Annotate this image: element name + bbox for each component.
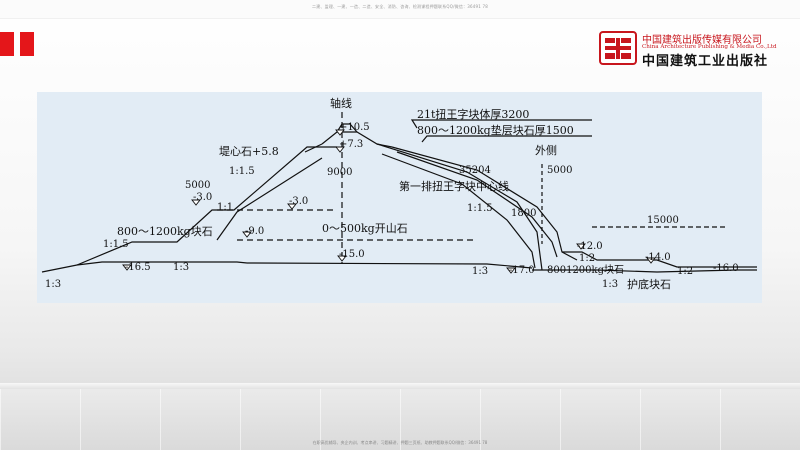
inner-slope-left [216, 157, 323, 241]
label-cushion-stone: 800～1200kg垫层块石厚1500 [417, 123, 574, 137]
red-accent-tab [0, 32, 14, 56]
label-elev-minus-14: -14.0 [645, 252, 671, 263]
label-elev-minus-16-right: -16.0 [713, 263, 739, 274]
label-block-left: 800～1200kg块石 [117, 225, 213, 238]
footer-note: 在职高优辅导、央企内训、考点串讲、习题精讲、押题三页纸、助教押题联系QQ/微信：… [312, 440, 488, 445]
elev-mark-minus-12 [576, 243, 586, 250]
publisher-calligraphy: 中国建筑工业出版社 [642, 54, 769, 69]
label-width-9000: 9000 [327, 167, 352, 178]
armor-slope-inner [381, 153, 536, 269]
publisher-name-cn: 中国建筑出版传媒有限公司 [642, 35, 762, 46]
red-accent-bar [20, 32, 34, 56]
label-axis: 轴线 [330, 96, 352, 110]
top-bar: 二建、监理、一建、一造、二造、安全、消防、咨询、检测课程押题联系QQ/微信：36… [0, 0, 800, 19]
seabed-line-right [532, 269, 757, 273]
floor-backdrop [0, 383, 800, 450]
label-elev-minus-16-left: -16.5 [125, 262, 151, 273]
armor-slope-outer [376, 143, 543, 271]
elev-mark-minus-15 [337, 255, 347, 262]
leader-block [410, 119, 592, 129]
crest-upper [336, 123, 358, 133]
label-elev-minus-12: -12.0 [577, 241, 603, 252]
elev-mark-minus-14 [646, 257, 656, 264]
right-berm [562, 251, 757, 268]
label-first-row: 第一排扭王字块中心线 [399, 179, 509, 193]
label-slope-1-2-right: 1:2 [677, 266, 693, 277]
label-toe-stone: 护底块石 [627, 277, 671, 291]
publisher-name-en: China Architecture Publishing & Media Co… [642, 44, 777, 50]
cushion-layer [396, 151, 558, 258]
elev-mark-10-5 [335, 129, 345, 136]
leader-heart [304, 143, 323, 153]
label-slope-1-3-right: 1:3 [602, 279, 618, 290]
label-slope-1-2-upper: 1:2 [579, 253, 595, 264]
label-slope-1-3-mid: 1:3 [472, 266, 488, 277]
label-elev-minus-15: -15.0 [339, 249, 365, 260]
label-elev-minus-9: -9.0 [245, 226, 264, 237]
elev-mark-minus-16-5 [122, 264, 132, 271]
elev-mark-7-3 [335, 146, 345, 153]
label-mountain-stone: 0～500kg开山石 [322, 222, 408, 235]
header-note: 二建、监理、一建、一造、二造、安全、消防、咨询、检测课程押题联系QQ/微信：36… [312, 4, 488, 9]
label-block-bottom: 8001200kg块石 [547, 264, 624, 276]
label-slope-right: 1:1.5 [467, 203, 493, 214]
label-block-21t: 21t扭王字块体厚3200 [417, 107, 529, 121]
label-slope-left: 1:1.5 [103, 239, 129, 250]
label-width-5000-left: 5000 [185, 180, 210, 191]
seabed-line-left [41, 261, 248, 273]
label-slope-1-3-far-left: 1:3 [45, 279, 61, 290]
label-elev-minus-3-mid: -3.0 [289, 196, 308, 207]
label-crest-second: +7.3 [339, 139, 363, 150]
label-crest-top: +10.5 [339, 122, 370, 133]
outer-slope-left [76, 146, 337, 266]
label-h-1800: 1800 [511, 208, 536, 219]
floor-edge [0, 383, 800, 389]
label-heart-stone: 堤心石+5.8 [219, 145, 279, 158]
label-elev-minus-17: -17.0 [509, 265, 535, 276]
diagram-panel: 轴线 +10.5 +7.3 堤心石+5.8 21t扭王字块体厚3200 800～… [37, 92, 762, 303]
label-elev-minus-3-left: -3.0 [193, 192, 212, 203]
label-slope-1-3-left: 1:3 [173, 262, 189, 273]
label-outside: 外侧 [535, 144, 557, 157]
label-slope-upper: 1:1.5 [229, 166, 255, 177]
label-width-35204: 35204 [459, 165, 491, 176]
elev-mark-minus-3-mid [287, 203, 297, 210]
block-layer [391, 146, 578, 261]
publisher-emblem-icon [599, 31, 637, 65]
elev-mark-minus-9 [242, 231, 252, 238]
label-width-5000-right: 5000 [547, 165, 572, 176]
leader-cushion [421, 135, 592, 143]
breakwater-cross-section: 轴线 +10.5 +7.3 堤心石+5.8 21t扭王字块体厚3200 800～… [41, 96, 757, 291]
publisher-logo: 中国建筑出版传媒有限公司 China Architecture Publishi… [598, 28, 798, 69]
seabed-line-main [246, 262, 533, 269]
label-width-15000: 15000 [647, 215, 679, 226]
label-slope-1-1: 1:1 [217, 202, 233, 213]
elev-mark-minus-17 [506, 267, 516, 274]
elev-mark-minus-3-left [191, 199, 201, 206]
